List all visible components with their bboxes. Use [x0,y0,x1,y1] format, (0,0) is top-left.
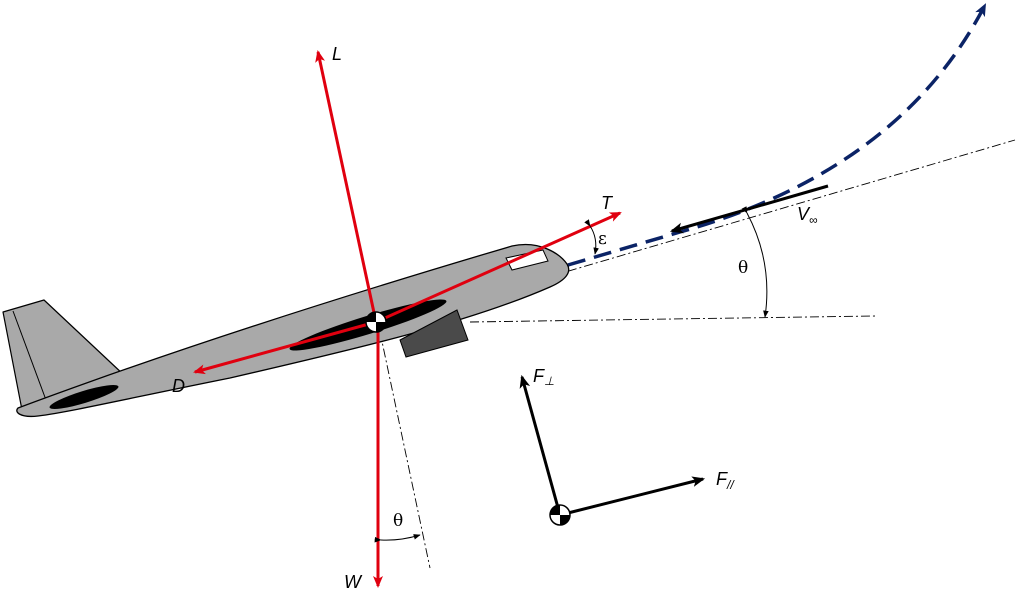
f-parallel-label: F// [716,469,735,492]
lift-vector [315,50,378,323]
lift-label: L [332,44,342,64]
aircraft [2,244,570,418]
theta-weight-label: θ [393,511,403,531]
engine-nacelle [399,309,469,358]
flight-path-curve [567,3,987,267]
theta-flight-angle-arc [741,206,769,318]
drag-vector [193,320,377,375]
theta-flight-label: θ [738,258,748,278]
f-parallel-vector [559,476,706,517]
velocity-label-sub: ∞ [809,213,818,227]
f-perp-label-sub: ⊥ [544,374,554,388]
horizontal-stabilizer [49,385,119,409]
cg-symbol-components [549,504,571,526]
drag-label: D [172,376,185,396]
thrust-vector [375,211,622,324]
f-perp-vector [519,374,562,516]
theta-weight-angle-arc [374,534,421,543]
f-parallel-label-sub: // [726,478,735,492]
f-parallel-label-main: F [716,469,728,489]
fuselage [16,244,570,418]
cg-symbol-aircraft [365,311,387,333]
f-perp-label: F⊥ [533,366,554,388]
horizontal-reference-line [469,315,876,323]
epsilon-angle-arc [584,219,599,255]
velocity-label: V∞ [797,204,818,227]
epsilon-label: ε [598,229,607,249]
weight-perpendicular-line [379,331,431,569]
velocity-label-main: V [797,204,811,224]
thrust-label: T [601,193,614,213]
weight-label: W [344,572,363,592]
rudder-line [12,310,47,401]
f-perp-label-main: F [533,366,545,386]
